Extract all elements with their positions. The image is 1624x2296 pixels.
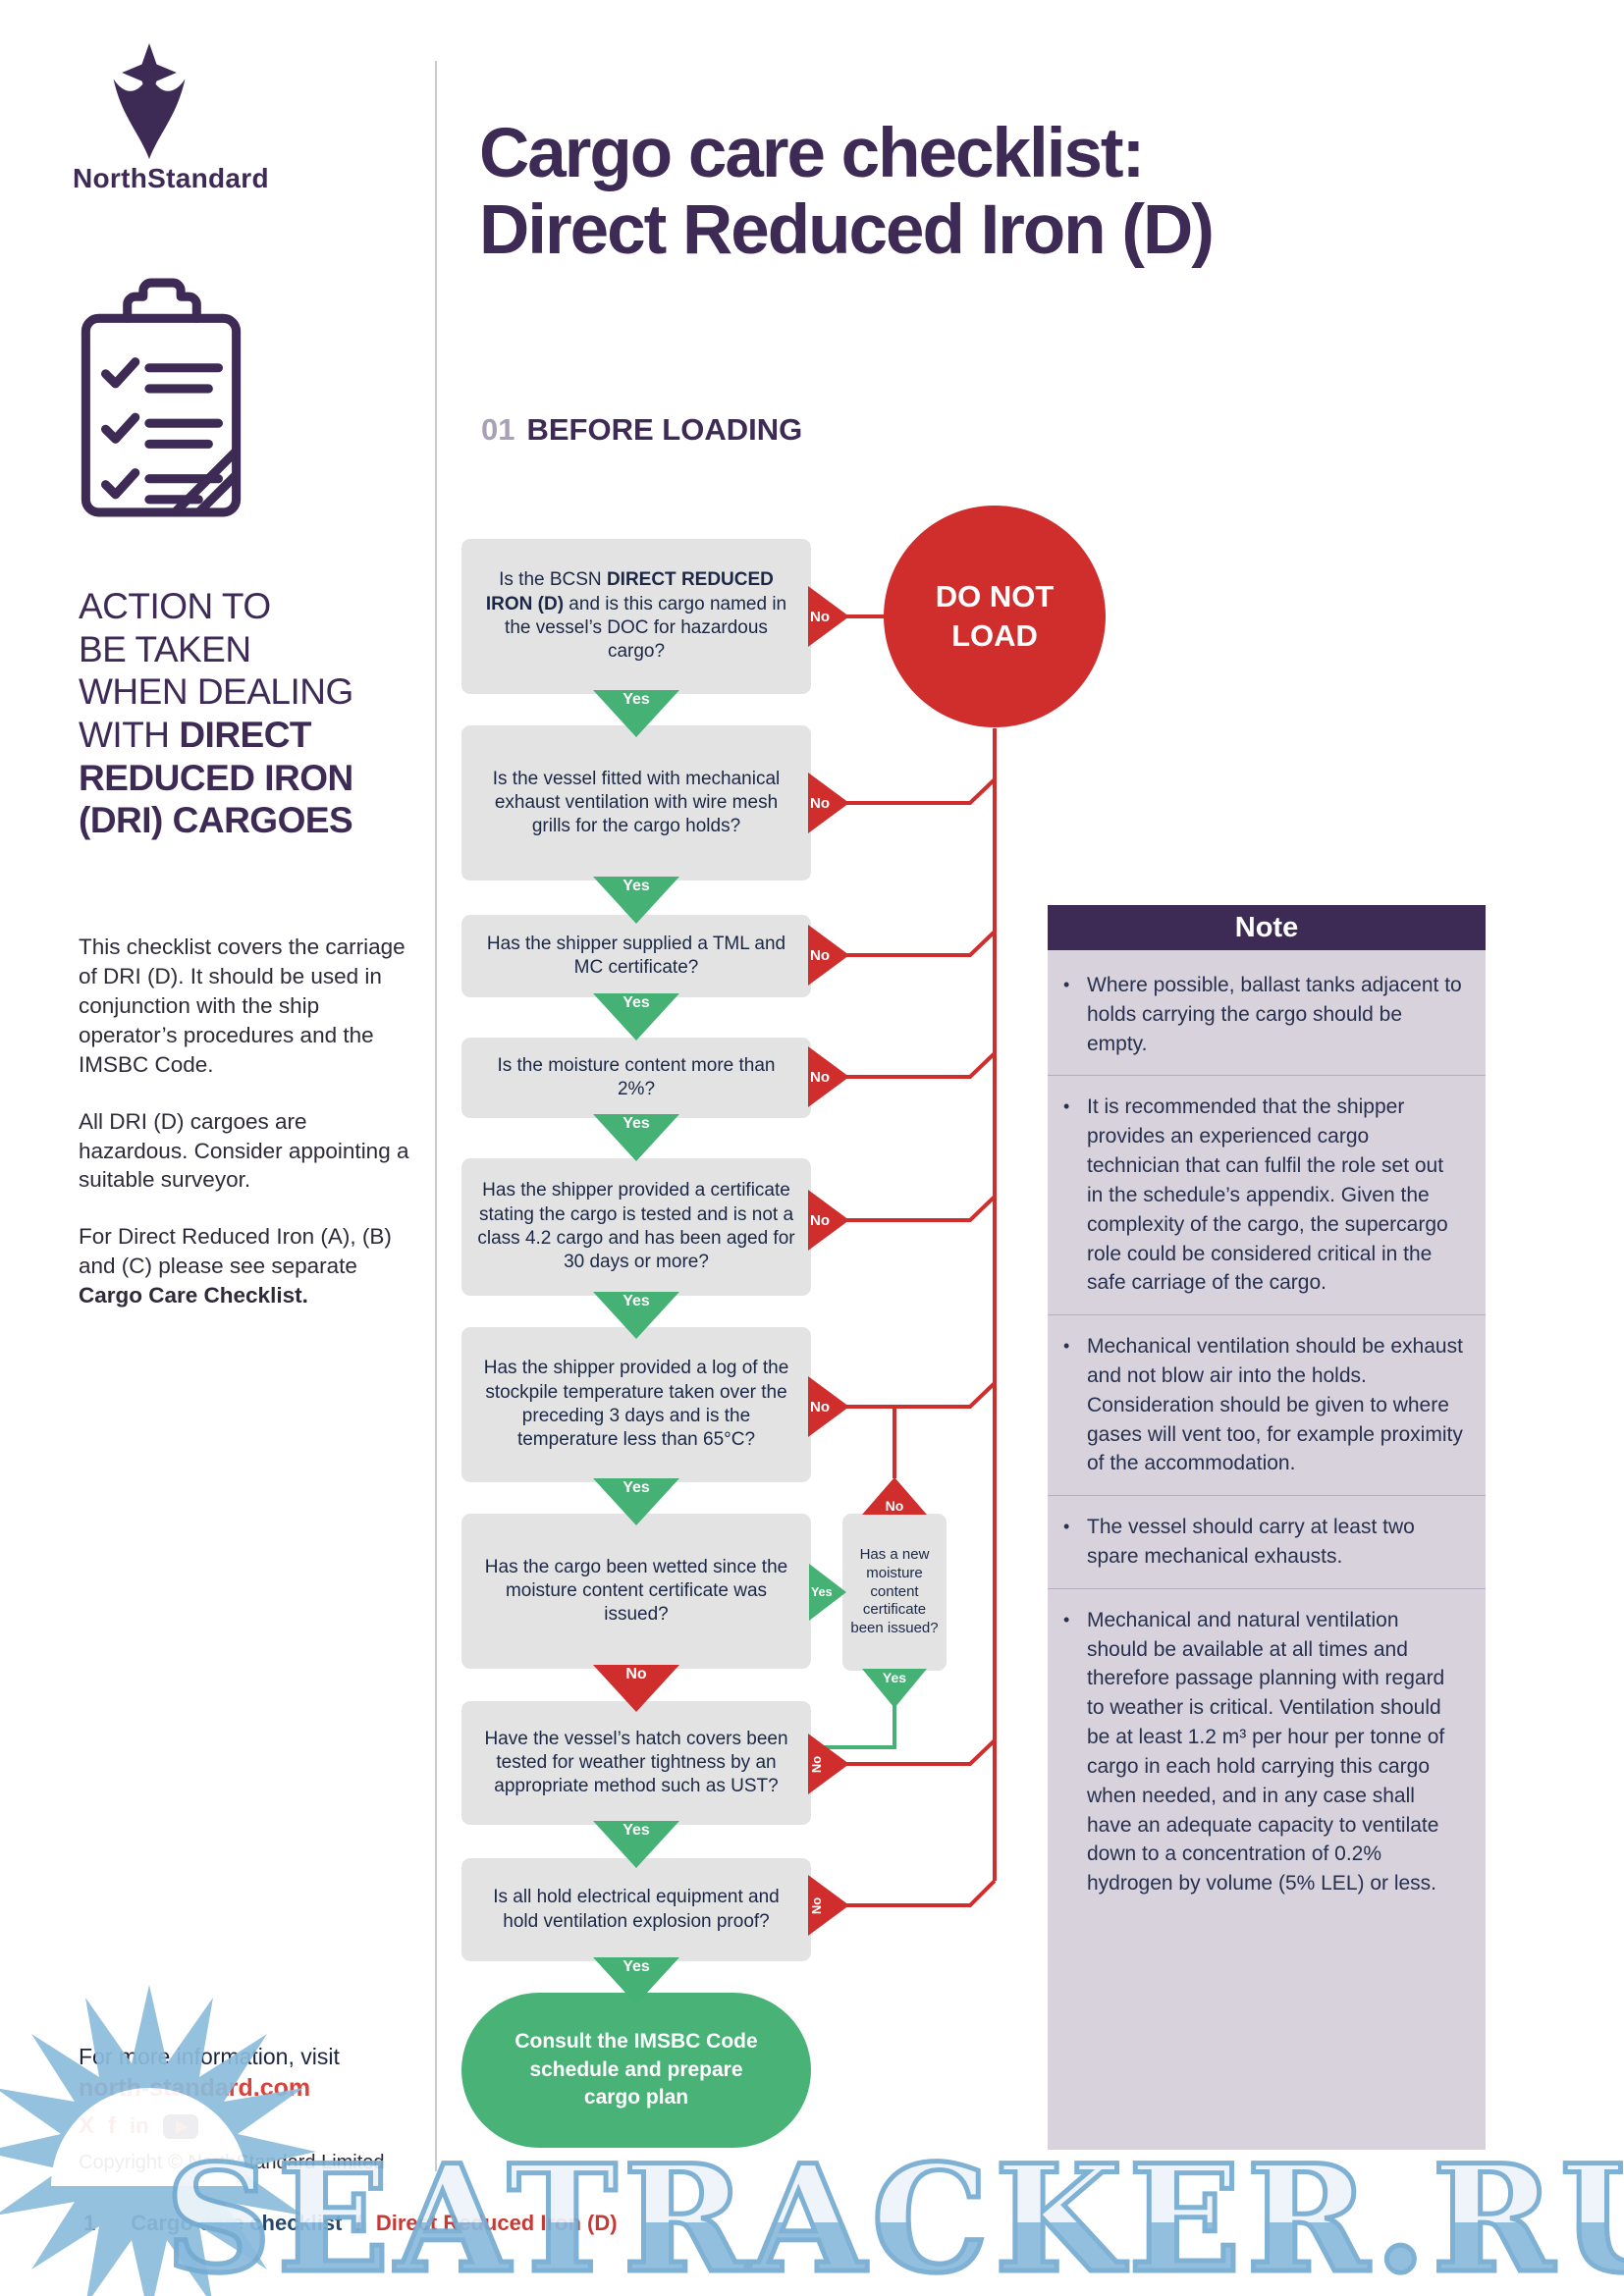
section-number: 01 bbox=[481, 412, 515, 447]
flow-box-ventilation-fitted: Is the vessel fitted with mechanical exh… bbox=[461, 725, 811, 881]
northstandard-star-icon bbox=[113, 43, 186, 159]
watermark-starburst-icon bbox=[0, 1985, 316, 2296]
bullet-icon: • bbox=[1063, 1609, 1070, 1629]
page-title: Cargo care checklist: Direct Reduced Iro… bbox=[479, 115, 1569, 270]
sidebar-heading-line: ACTION TO bbox=[79, 586, 271, 626]
note-body: • Where possible, ballast tanks adjacent … bbox=[1048, 950, 1486, 2150]
brand-name: NorthStandard bbox=[73, 163, 269, 193]
flow-box-bcsn-question: Is the BCSN DIRECT REDUCED IRON (D) and … bbox=[461, 539, 811, 694]
sidebar-heading-line: WHEN DEALING bbox=[79, 671, 353, 713]
sidebar-heading-line: BE TAKEN bbox=[79, 628, 251, 669]
flow-box-tml-mc-certificate: Has the shipper supplied a TML and MC ce… bbox=[461, 915, 811, 997]
note-item: • Where possible, ballast tanks adjacent … bbox=[1048, 954, 1486, 1075]
bullet-icon: • bbox=[1063, 1517, 1070, 1537]
sidebar-heading-line: WITH DIRECT bbox=[79, 714, 312, 755]
note-item-text: Mechanical ventilation should be exhaust… bbox=[1087, 1335, 1463, 1475]
flow-box-certificate-aged: Has the shipper provided a certificate s… bbox=[461, 1158, 811, 1296]
bullet-icon: • bbox=[1063, 975, 1070, 994]
page-title-line1: Cargo care checklist: bbox=[479, 115, 1145, 192]
bullet-icon: • bbox=[1063, 1096, 1070, 1117]
bullet-icon: • bbox=[1063, 1336, 1070, 1357]
note-item-text: It is recommended that the shipper provi… bbox=[1087, 1095, 1448, 1295]
do-not-load-badge: DO NOT LOAD bbox=[884, 506, 1106, 727]
flow-box-new-certificate: Has a new moisture content certificate b… bbox=[842, 1514, 947, 1671]
sidebar-heading-line: REDUCED IRON bbox=[79, 757, 353, 798]
checklist-clipboard-icon bbox=[81, 278, 242, 517]
page-title-line2: Direct Reduced Iron (D) bbox=[479, 191, 1215, 270]
footer-doc-subtitle: Direct Reduced Iron (D) bbox=[376, 2211, 618, 2235]
sidebar-paragraph-1: This checklist covers the carriage of DR… bbox=[79, 934, 406, 1077]
note-panel: Note • Where possible, ballast tanks adja… bbox=[1048, 905, 1486, 2150]
note-item: • The vessel should carry at least two sp… bbox=[1048, 1495, 1486, 1588]
sidebar-paragraphs: This checklist covers the carriage of DR… bbox=[79, 933, 412, 1338]
note-item-text: Mechanical and natural ventilation shoul… bbox=[1087, 1608, 1445, 1896]
note-item: • Mechanical and natural ventilation shou… bbox=[1048, 1587, 1486, 1915]
flow-box-stockpile-temperature: Has the shipper provided a log of the st… bbox=[461, 1327, 811, 1482]
flow-box-cargo-wetted: Has the cargo been wetted since the mois… bbox=[461, 1514, 811, 1669]
sidebar-paragraph-2: All DRI (D) cargoes are hazardous. Consi… bbox=[79, 1108, 409, 1193]
flow-box-explosion-proof: Is all hold electrical equipment and hol… bbox=[461, 1858, 811, 1961]
footer-separator: / bbox=[356, 2211, 362, 2235]
flow-final-consult-imsbc: Consult the IMSBC Code schedule and prep… bbox=[461, 1993, 811, 2148]
note-item: • It is recommended that the shipper prov… bbox=[1048, 1075, 1486, 1314]
section-title: BEFORE LOADING bbox=[526, 412, 803, 447]
note-item: • Mechanical ventilation should be exhaus… bbox=[1048, 1314, 1486, 1495]
flow-box-hatch-covers: Have the vessel’s hatch covers been test… bbox=[461, 1701, 811, 1825]
column-divider bbox=[435, 61, 437, 2171]
note-title: Note bbox=[1048, 905, 1486, 950]
sidebar-heading-line: (DRI) CARGOES bbox=[79, 800, 353, 841]
note-item-text: Where possible, ballast tanks adjacent t… bbox=[1087, 974, 1462, 1055]
section-heading: 01 BEFORE LOADING bbox=[481, 412, 802, 448]
flow-box-moisture-content: Is the moisture content more than 2%? bbox=[461, 1038, 811, 1118]
note-item-text: The vessel should carry at least two spa… bbox=[1087, 1516, 1415, 1568]
watermark-text: SEATRACKER.RU bbox=[163, 2144, 1624, 2296]
sidebar-paragraph-3: For Direct Reduced Iron (A), (B) and (C)… bbox=[79, 1224, 392, 1308]
